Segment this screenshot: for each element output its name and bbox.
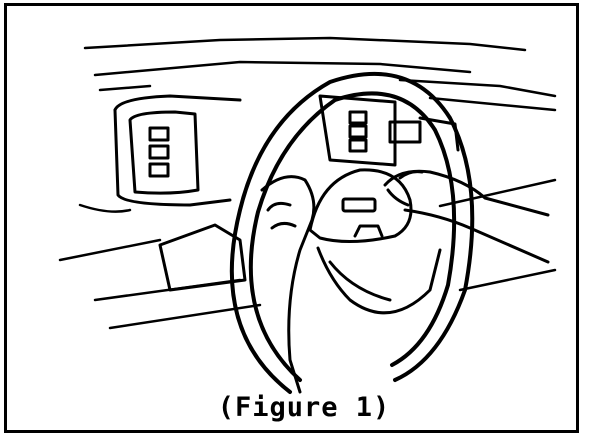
steering-wheel-hub (308, 168, 442, 315)
hand-right (383, 169, 550, 264)
figure-caption: (Figure 1) (217, 392, 391, 423)
steering-wheel-rim (229, 71, 475, 394)
hand-left (260, 175, 316, 394)
left-gauge-pod (113, 94, 242, 207)
right-switch-pod (318, 94, 460, 167)
steering-column (158, 223, 247, 292)
